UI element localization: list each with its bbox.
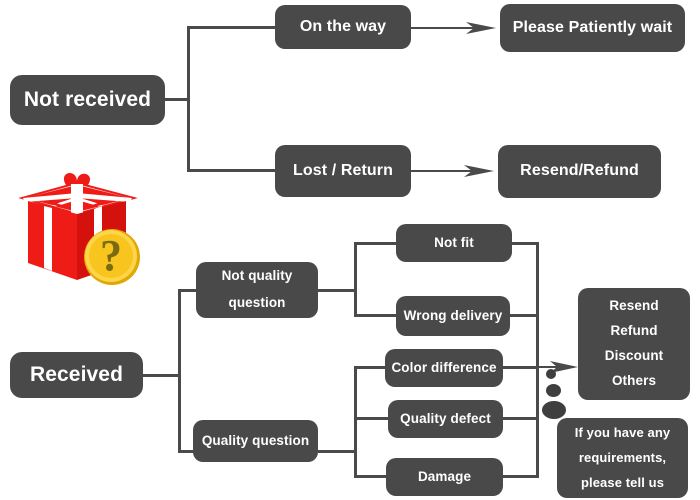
edge-on-the-way-to-wait [410, 27, 488, 29]
svg-text:?: ? [100, 231, 122, 280]
edge-to-quality-question [178, 450, 195, 453]
node-quality-defect[interactable]: Quality defect [388, 400, 503, 438]
node-requirements-line1: If you have any [574, 424, 671, 440]
callout-tail-dot-medium [546, 384, 561, 397]
edge-to-color-difference [354, 366, 387, 369]
edge-outcomes-merge-rail [536, 242, 539, 478]
gift-box-question-icon: ? [14, 168, 142, 290]
edge-to-not-fit [354, 242, 398, 245]
edge-received-spine [178, 289, 181, 453]
edge-received-stub [143, 374, 180, 377]
edge-quality-defect-merge [503, 417, 538, 420]
node-requirements-line2: requirements, [578, 449, 667, 465]
node-quality-question[interactable]: Quality question [193, 420, 318, 462]
edge-damage-merge [503, 475, 538, 478]
node-resend-refund[interactable]: Resend/Refund [498, 145, 661, 198]
node-please-patiently-wait[interactable]: Please Patiently wait [500, 4, 685, 52]
node-outcomes-resend: Resend [609, 298, 659, 314]
edge-qq-spine [354, 366, 357, 478]
node-outcomes-discount: Discount [604, 348, 664, 363]
node-lost-return[interactable]: Lost / Return [275, 145, 411, 197]
node-on-the-way[interactable]: On the way [275, 5, 411, 49]
node-outcomes[interactable]: Resend Refund Discount Others [578, 288, 690, 400]
node-outcomes-others: Others [611, 372, 657, 388]
node-requirements-callout[interactable]: If you have any requirements, please tel… [557, 418, 688, 498]
node-damage[interactable]: Damage [386, 458, 503, 496]
node-not-fit[interactable]: Not fit [396, 224, 512, 262]
edge-to-quality-defect [354, 417, 389, 420]
edge-to-damage [354, 475, 387, 478]
callout-tail-dot-small [546, 369, 556, 379]
callout-tail-dot-large [542, 401, 566, 419]
edge-nqq-spine [354, 242, 357, 317]
edge-to-wrong-delivery [354, 314, 398, 317]
node-not-quality-question[interactable]: Not quality question [196, 262, 318, 318]
node-requirements-line3: please tell us [580, 475, 665, 491]
node-not-received[interactable]: Not received [10, 75, 165, 125]
edge-to-on-the-way [187, 26, 277, 29]
edge-nqq-stub [318, 289, 356, 292]
edge-color-difference-merge [503, 366, 538, 369]
edge-not-fit-merge [512, 242, 538, 245]
node-wrong-delivery[interactable]: Wrong delivery [396, 296, 510, 336]
edge-rail-to-outcomes [536, 366, 571, 368]
edge-to-lost-return [187, 169, 277, 172]
edge-lost-return-to-resend [410, 170, 486, 172]
edge-not-received-spine [187, 26, 190, 172]
node-color-difference[interactable]: Color difference [385, 349, 503, 387]
edge-to-not-quality-question [178, 289, 198, 292]
node-received[interactable]: Received [10, 352, 143, 398]
node-not-quality-question-line2: question [228, 295, 286, 310]
edge-not-received-stub [165, 98, 189, 101]
edge-qq-stub [318, 450, 356, 453]
node-not-quality-question-line1: Not quality [221, 268, 293, 284]
edge-wrong-delivery-merge [510, 314, 538, 317]
node-outcomes-refund: Refund [610, 323, 658, 339]
